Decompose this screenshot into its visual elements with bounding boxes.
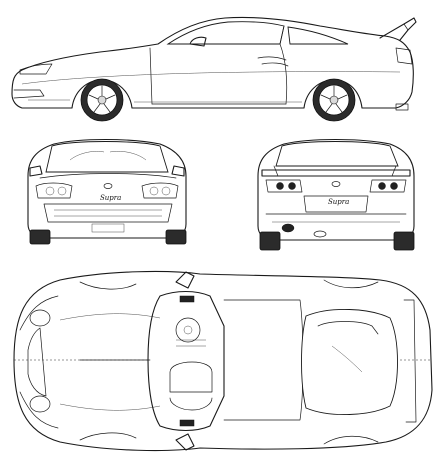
front-view: Supra [27,138,187,245]
side-view [11,16,417,122]
rear-supra-script: Supra [328,198,349,206]
top-view [13,270,433,452]
rear-view: Supra [257,138,415,251]
front-supra-script: Supra [100,194,121,202]
